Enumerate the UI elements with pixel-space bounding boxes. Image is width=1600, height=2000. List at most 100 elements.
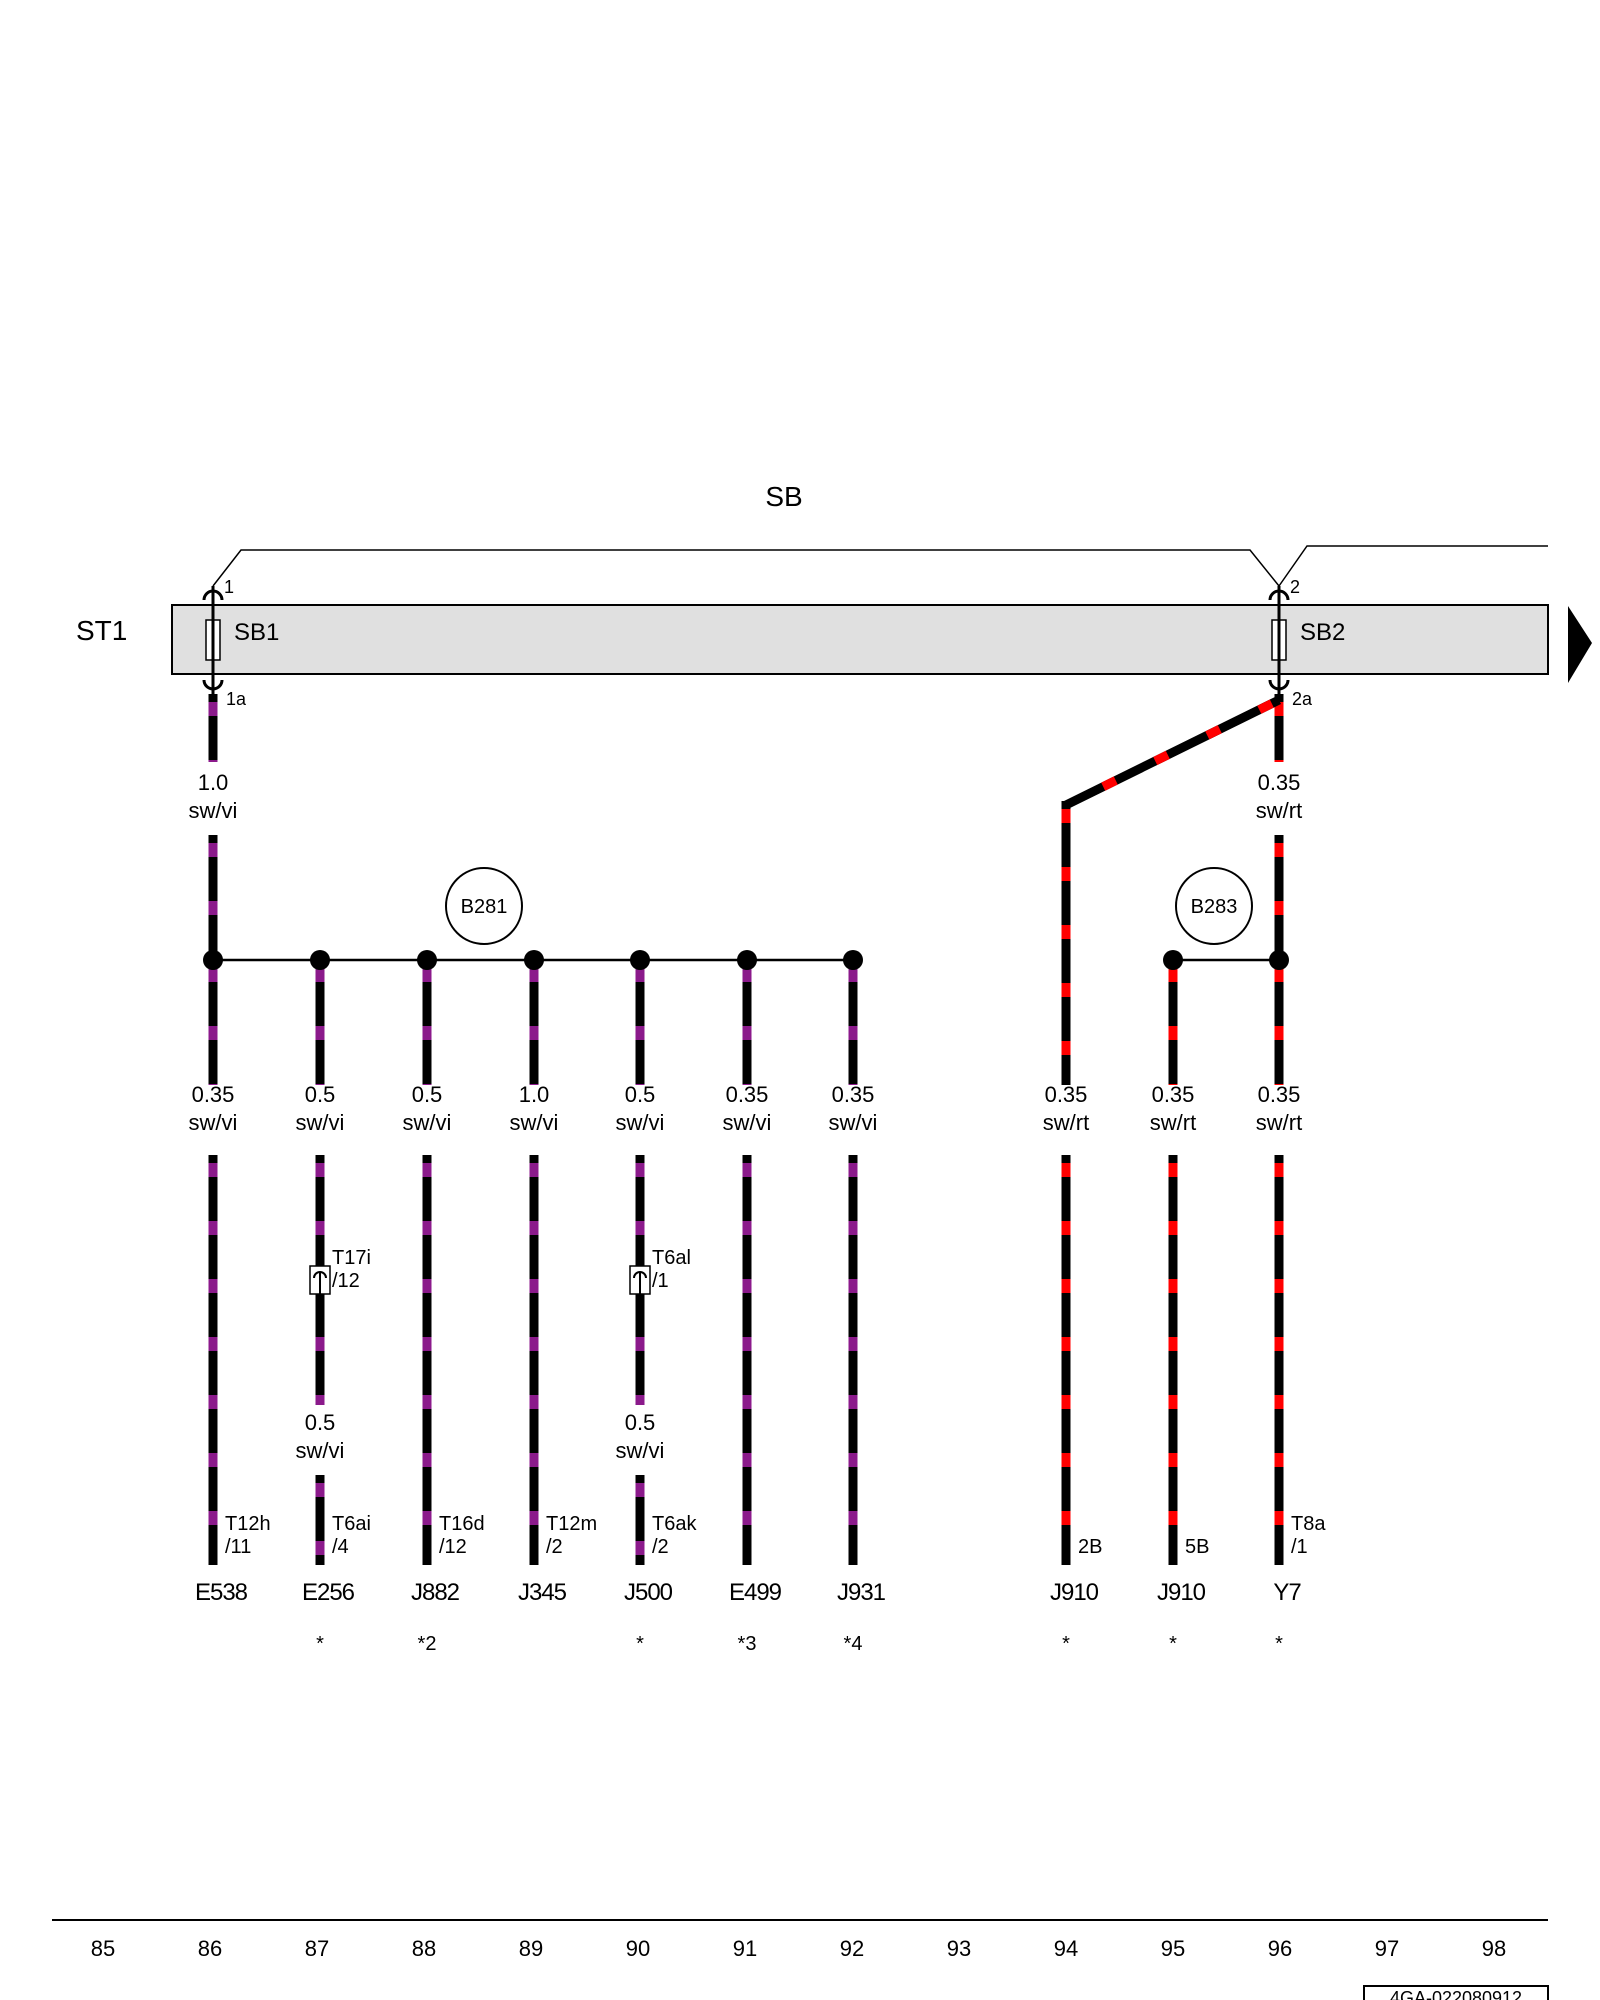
branch-4-size: 0.5 <box>625 1082 656 1107</box>
branch-5-size: 0.35 <box>726 1082 769 1107</box>
junction-dot-1 <box>310 950 330 970</box>
branch-0-color: sw/vi <box>189 1110 238 1135</box>
branch-8-note: * <box>1169 1633 1177 1655</box>
branch-6-note: *4 <box>844 1633 863 1655</box>
feed-1-color: sw/vi <box>189 798 238 823</box>
feed-wire-2-diagonal <box>1064 695 1281 810</box>
branch-4-connector: T6al <box>652 1247 691 1269</box>
fuse-sb2-label: SB2 <box>1300 619 1345 646</box>
track-number-98: 98 <box>1482 1936 1506 1961</box>
branch-1-connector-line2: /12 <box>332 1270 360 1292</box>
branch-labels: 0.35sw/viT12h/11E5380.5sw/viT17i/120.5sw… <box>189 950 1326 1655</box>
branch-8-size: 0.35 <box>1152 1082 1195 1107</box>
junction-b283: B283 <box>1175 867 1253 945</box>
track-number-94: 94 <box>1054 1936 1078 1961</box>
branch-0-component: E538 <box>195 1579 248 1606</box>
branch-9-color: sw/rt <box>1256 1110 1302 1135</box>
track-number-86: 86 <box>198 1936 222 1961</box>
branch-8-color: sw/rt <box>1150 1110 1196 1135</box>
branch-5-component: E499 <box>729 1579 782 1606</box>
branch-0-pin: T12h <box>225 1513 271 1535</box>
track-number-87: 87 <box>305 1936 329 1961</box>
branch-5-color: sw/vi <box>723 1110 772 1135</box>
branch-4-color2: sw/vi <box>616 1438 665 1463</box>
branch-3-component: J345 <box>518 1579 567 1606</box>
branch-4-size2: 0.5 <box>625 1410 656 1435</box>
junction-dot-2 <box>417 950 437 970</box>
junction-b281: B281 <box>445 867 523 945</box>
branch-9-size: 0.35 <box>1258 1082 1301 1107</box>
track-number-93: 93 <box>947 1936 971 1961</box>
branch-6-size: 0.35 <box>832 1082 875 1107</box>
fuse-sb1-top-pin: 1 <box>224 577 234 597</box>
doc-code: 4GA-022080912 <box>1390 1988 1522 2000</box>
branch-4-connector-line2: /1 <box>652 1270 669 1292</box>
branch-8-pin: 5B <box>1185 1536 1209 1558</box>
strip-label: ST1 <box>76 615 127 646</box>
branch-7-size: 0.35 <box>1045 1082 1088 1107</box>
fuse-sb2-top-pin: 2 <box>1290 577 1300 597</box>
fuse-strip <box>171 604 1549 675</box>
title-bracket <box>212 545 1548 587</box>
track-number-95: 95 <box>1161 1936 1185 1961</box>
branch-6-component: J931 <box>837 1579 886 1606</box>
branch-2-pin: T16d <box>439 1513 485 1535</box>
track-number-96: 96 <box>1268 1936 1292 1961</box>
branch-2-note: *2 <box>418 1633 437 1655</box>
branch-1-pin: T6ai <box>332 1513 371 1535</box>
branch-1-pin-line2: /4 <box>332 1536 349 1558</box>
branch-1-size: 0.5 <box>305 1082 336 1107</box>
svg-text:B283: B283 <box>1191 896 1238 918</box>
branch-7-component: J910 <box>1050 1579 1099 1606</box>
junction-dot-0 <box>203 950 223 970</box>
track-number-97: 97 <box>1375 1936 1399 1961</box>
track-number-91: 91 <box>733 1936 757 1961</box>
track-number-85: 85 <box>91 1936 115 1961</box>
fuse-sb2: SB2 2 2a <box>1268 577 1345 709</box>
branch-9-pin-line2: /1 <box>1291 1536 1308 1558</box>
branch-4-color: sw/vi <box>616 1110 665 1135</box>
branch-4-pin-line2: /2 <box>652 1536 669 1558</box>
branch-1-color2: sw/vi <box>296 1438 345 1463</box>
branch-3-size: 1.0 <box>519 1082 550 1107</box>
branch-3-pin-line2: /2 <box>546 1536 563 1558</box>
track-number-89: 89 <box>519 1936 543 1961</box>
branch-2-size: 0.5 <box>412 1082 443 1107</box>
branch-1-note: * <box>316 1633 324 1655</box>
feed-2-color: sw/rt <box>1256 798 1302 823</box>
branch-3-pin: T12m <box>546 1513 597 1535</box>
doc-code-box <box>1363 1985 1549 2000</box>
branch-2-pin-line2: /12 <box>439 1536 467 1558</box>
svg-text:B281: B281 <box>461 896 508 918</box>
diagram-title: SB <box>765 481 802 512</box>
branch-8-component: J910 <box>1157 1579 1206 1606</box>
branch-7-note: * <box>1062 1633 1070 1655</box>
branch-3-color: sw/vi <box>510 1110 559 1135</box>
fuse-sb1-bottom-pin: 1a <box>226 689 247 709</box>
junction-dot-3 <box>524 950 544 970</box>
fuse-sb1: SB1 1 1a <box>202 577 279 709</box>
branch-9-component: Y7 <box>1273 1579 1301 1606</box>
branch-9-note: * <box>1275 1633 1283 1655</box>
junction-dot-5 <box>737 950 757 970</box>
branch-9-pin: T8a <box>1291 1513 1326 1535</box>
junction-dot-9 <box>1269 950 1289 970</box>
branch-1-connector: T17i <box>332 1247 371 1269</box>
branch-1-size2: 0.5 <box>305 1410 336 1435</box>
feed-1-size: 1.0 <box>198 770 229 795</box>
strip-arrow-icon <box>1568 606 1592 683</box>
branch-1-component: E256 <box>302 1579 355 1606</box>
junction-dot-8 <box>1163 950 1183 970</box>
branch-0-size: 0.35 <box>192 1082 235 1107</box>
fuse-sb2-bottom-pin: 2a <box>1292 689 1313 709</box>
branch-0-pin-line2: /11 <box>225 1536 251 1558</box>
junction-dot-4 <box>630 950 650 970</box>
feed-2-size: 0.35 <box>1258 770 1301 795</box>
track-number-90: 90 <box>626 1936 650 1961</box>
branch-5-note: *3 <box>738 1633 757 1655</box>
branch-1-color: sw/vi <box>296 1110 345 1135</box>
junction-dot-6 <box>843 950 863 970</box>
branch-6-color: sw/vi <box>829 1110 878 1135</box>
